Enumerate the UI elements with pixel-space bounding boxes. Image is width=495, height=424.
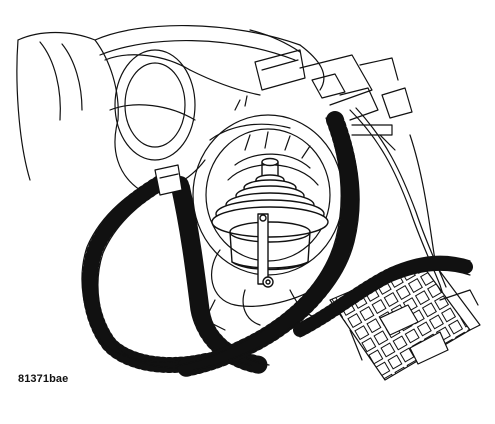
figure-id-label: 81371bae (18, 373, 69, 385)
harness-bottom-right (293, 255, 477, 338)
harness-left (81, 172, 219, 373)
harness-right (175, 111, 360, 377)
harness-clip (154, 164, 183, 196)
upper-cylinder (94, 24, 325, 161)
vacuum-actuator (211, 157, 329, 288)
